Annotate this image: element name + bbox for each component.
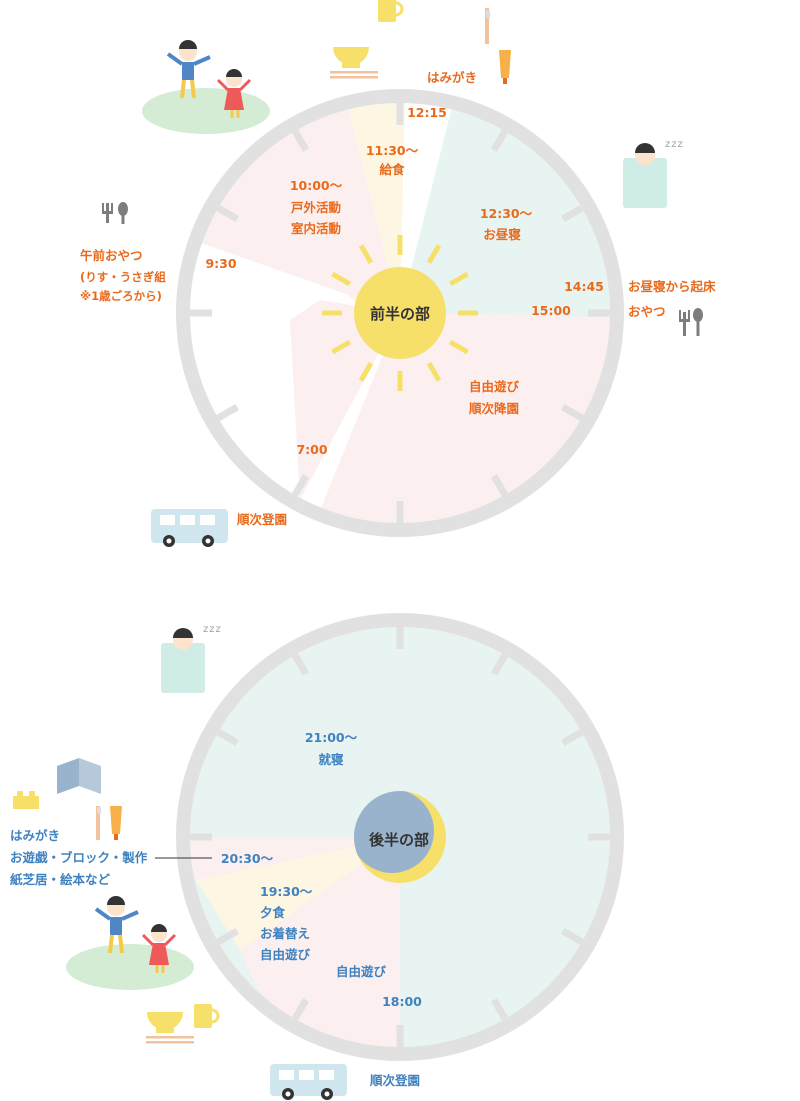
top-morning-snack-note1: (りす・うさぎ組 — [80, 270, 166, 284]
clock-tick — [490, 129, 509, 152]
bottom-clock: 後半の部 18:00 自由遊び 19:30～ 夕食 お着替え 自由遊び 20:3… — [176, 613, 624, 1061]
bottom-time-2100: 21:00～ — [305, 730, 358, 745]
toothbrush-icon — [485, 8, 490, 44]
toothpaste-icon-bottom — [110, 806, 122, 840]
bottom-activity-change: お着替え — [260, 926, 310, 941]
top-time-1445: 14:45 — [564, 279, 604, 294]
sun-ray — [448, 339, 469, 355]
bottom-arrival-label: 順次登園 — [369, 1073, 420, 1088]
top-activity-lunch: 給食 — [379, 162, 405, 177]
bottom-activity-sleep: 就寝 — [318, 752, 344, 767]
top-morning-snack-note2: ※1歳ごろから) — [80, 289, 162, 303]
bus-icon-bottom — [270, 1064, 347, 1100]
kids-playing-icon-bottom — [66, 896, 194, 990]
top-activity-outdoor: 戸外活動 — [291, 200, 341, 215]
top-brushing-label: はみがき — [427, 70, 477, 85]
top-clock-rim — [176, 89, 624, 537]
clock-tick — [291, 998, 310, 1021]
cup-icon — [378, 0, 404, 22]
bottom-time-1800: 18:00 — [382, 994, 422, 1009]
top-sector-outdoor — [193, 103, 400, 313]
sun-icon: 前半の部 — [322, 235, 478, 391]
top-activity-indoor: 室内活動 — [291, 221, 341, 236]
sun-ray — [426, 244, 442, 265]
bottom-activity-free-play2: 自由遊び — [260, 947, 311, 962]
sun-ray — [331, 339, 352, 355]
clock-tick — [490, 653, 509, 676]
rice-bowl-icon — [330, 47, 378, 79]
fork-spoon-icon-left — [102, 202, 128, 224]
sun-ray — [358, 361, 374, 382]
rice-bowl-icon-bottom — [146, 1012, 194, 1044]
toothbrush-icon-bottom — [96, 806, 101, 840]
sun-ray — [331, 271, 352, 287]
bottom-zzz: zzz — [203, 624, 222, 635]
bottom-activity-free-play: 自由遊び — [336, 964, 387, 979]
bottom-time-2030: 20:30～ — [221, 851, 274, 866]
top-activity-free-play: 自由遊び — [469, 379, 520, 394]
top-activity-pickup: 順次降園 — [468, 401, 519, 416]
kids-playing-icon — [142, 40, 270, 134]
toothpaste-icon — [499, 50, 511, 84]
bottom-note-line1: はみがき — [10, 828, 60, 843]
bottom-activity-dinner: 夕食 — [260, 905, 286, 920]
bottom-note-line3: 紙芝居・絵本など — [10, 872, 111, 887]
bottom-clock-rim — [176, 613, 624, 1061]
clock-tick — [561, 927, 584, 946]
top-activity-nap: お昼寝 — [483, 227, 521, 242]
top-zzz: zzz — [665, 139, 684, 150]
top-time-1500: 15:00 — [531, 303, 571, 318]
fork-spoon-icon-right — [679, 308, 703, 336]
sun-ray — [426, 361, 442, 382]
top-arrival-label: 順次登園 — [236, 512, 287, 527]
sleeping-child-icon-bottom: zzz — [161, 624, 222, 693]
bottom-note-line2: お遊戯・ブロック・製作 — [10, 850, 148, 865]
top-morning-snack-label: 午前おやつ — [80, 248, 143, 263]
moon-icon: 後半の部 — [354, 791, 446, 883]
top-time-1230: 12:30～ — [480, 206, 533, 221]
top-snack-label: おやつ — [628, 304, 666, 319]
clock-tick — [291, 129, 310, 152]
bus-icon-top — [151, 509, 228, 547]
clock-tick — [291, 653, 310, 676]
top-hub-label: 前半の部 — [370, 305, 430, 323]
top-time-1000: 10:00～ — [290, 178, 343, 193]
bottom-sector-dinner — [196, 837, 400, 950]
clock-tick — [216, 204, 239, 223]
cup-icon-bottom — [194, 1004, 220, 1028]
clock-tick — [561, 728, 584, 747]
top-time-7: 7:00 — [296, 442, 327, 457]
clock-tick — [216, 728, 239, 747]
sun-ray — [358, 244, 374, 265]
bottom-hub-label: 後半の部 — [368, 831, 429, 849]
bottom-time-1930: 19:30～ — [260, 884, 313, 899]
clock-tick — [561, 403, 584, 422]
clock-tick — [561, 204, 584, 223]
top-wakeup-label: お昼寝から起床 — [628, 279, 716, 294]
top-time-930: 9:30 — [205, 256, 236, 271]
clock-tick — [291, 474, 310, 497]
bottom-sector-play — [190, 837, 400, 880]
top-time-1130: 11:30～ — [366, 143, 419, 158]
clock-tick — [490, 998, 509, 1021]
top-time-1215: 12:15 — [407, 105, 447, 120]
block-icon — [13, 791, 39, 809]
clock-tick — [216, 403, 239, 422]
clock-tick — [490, 474, 509, 497]
sun-ray — [448, 271, 469, 287]
book-icon — [57, 758, 101, 794]
sleeping-child-icon: zzz — [623, 139, 684, 208]
clock-tick — [216, 927, 239, 946]
top-clock: 前半の部 7:00 9:30 10:00～ 戸外活動 室内活動 11:30～ 給… — [176, 89, 624, 537]
